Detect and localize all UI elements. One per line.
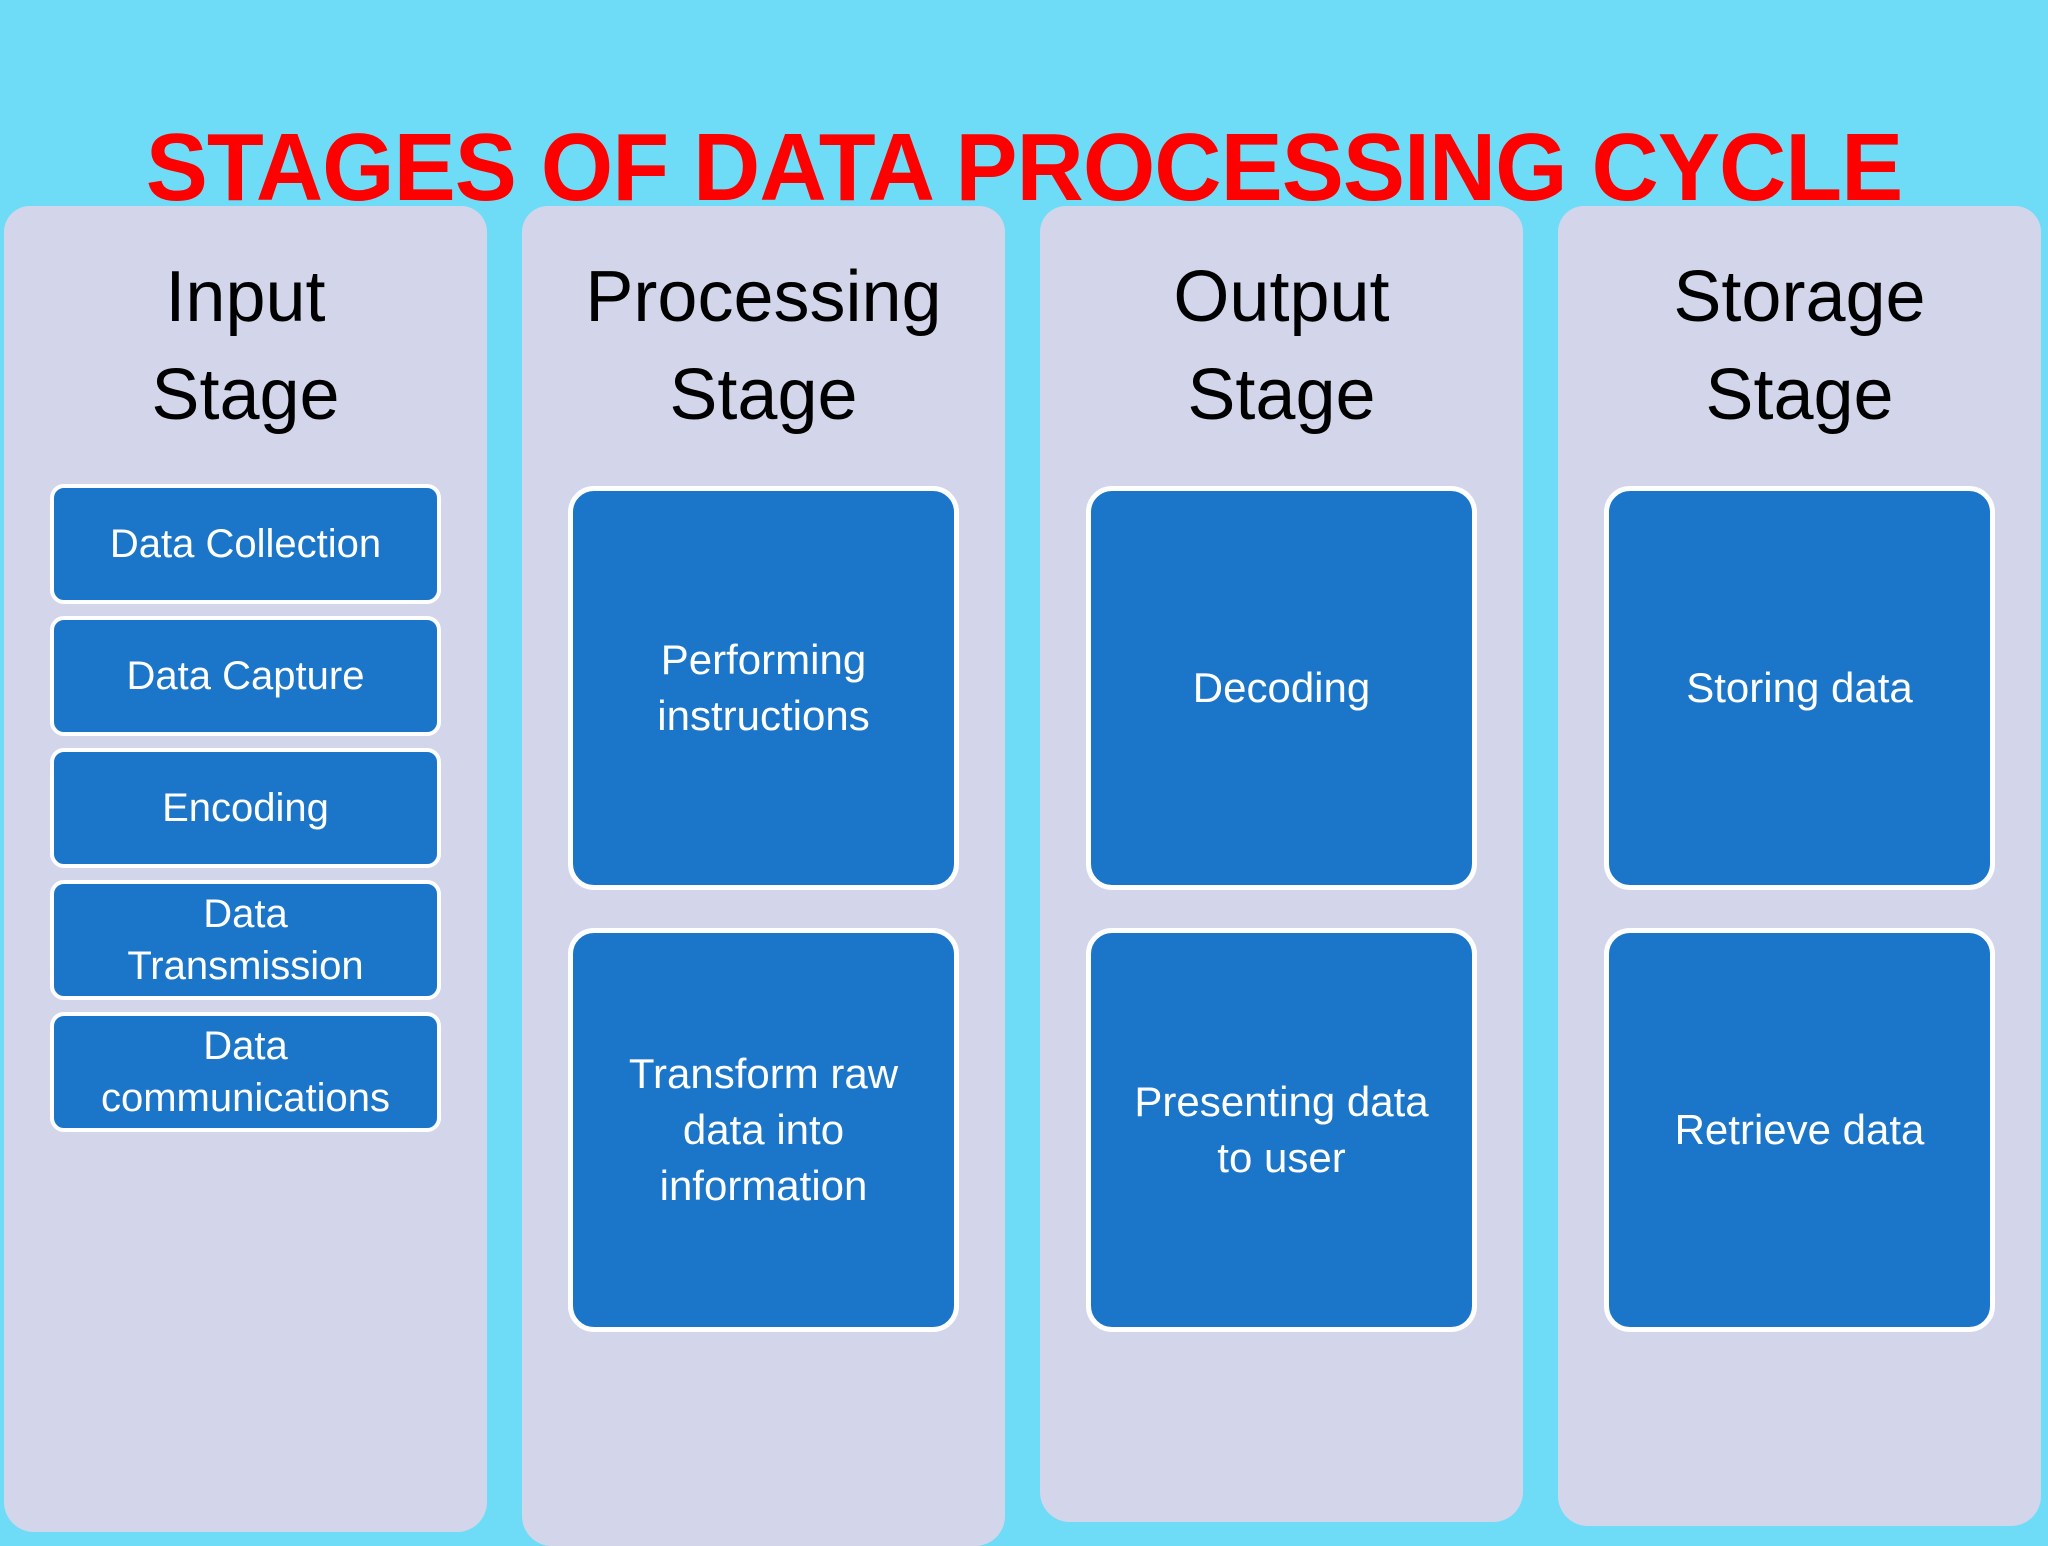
stage-item-list-storage: Storing data Retrieve data	[1558, 486, 2041, 1332]
stage-item-decoding[interactable]: Decoding	[1086, 486, 1477, 890]
stage-item-data-collection[interactable]: Data Collection	[50, 484, 441, 604]
stage-item-data-transmission[interactable]: Data Transmission	[50, 880, 441, 1000]
stage-header-storage: Storage Stage	[1673, 257, 1926, 435]
stage-item-storing-data[interactable]: Storing data	[1604, 486, 1995, 890]
stage-header-input: Input Stage	[151, 257, 340, 435]
stage-item-list-output: Decoding Presenting data to user	[1040, 486, 1523, 1332]
stage-panel-storage: Storage Stage Storing data Retrieve data	[1558, 206, 2041, 1526]
stage-panel-output: Output Stage Decoding Presenting data to…	[1040, 206, 1523, 1522]
stage-panel-input: Input Stage Data Collection Data Capture…	[4, 206, 487, 1532]
stage-item-list-processing: Performing instructions Transform raw da…	[522, 486, 1005, 1332]
stage-item-retrieve-data[interactable]: Retrieve data	[1604, 928, 1995, 1332]
stage-item-performing-instructions[interactable]: Performing instructions	[568, 486, 959, 890]
page-title: STAGES OF DATA PROCESSING CYCLE	[145, 114, 1904, 222]
stage-item-presenting-data-to-user[interactable]: Presenting data to user	[1086, 928, 1477, 1332]
stage-item-list-input: Data Collection Data Capture Encoding Da…	[4, 484, 487, 1132]
stage-panel-processing: Processing Stage Performing instructions…	[522, 206, 1005, 1546]
stage-header-output: Output Stage	[1173, 257, 1390, 435]
stage-item-transform-raw-data[interactable]: Transform raw data into information	[568, 928, 959, 1332]
stage-header-processing: Processing Stage	[585, 257, 942, 435]
stages-row: Input Stage Data Collection Data Capture…	[4, 206, 2044, 1546]
stage-item-data-communications[interactable]: Data communications	[50, 1012, 441, 1132]
stage-item-encoding[interactable]: Encoding	[50, 748, 441, 868]
stage-item-data-capture[interactable]: Data Capture	[50, 616, 441, 736]
